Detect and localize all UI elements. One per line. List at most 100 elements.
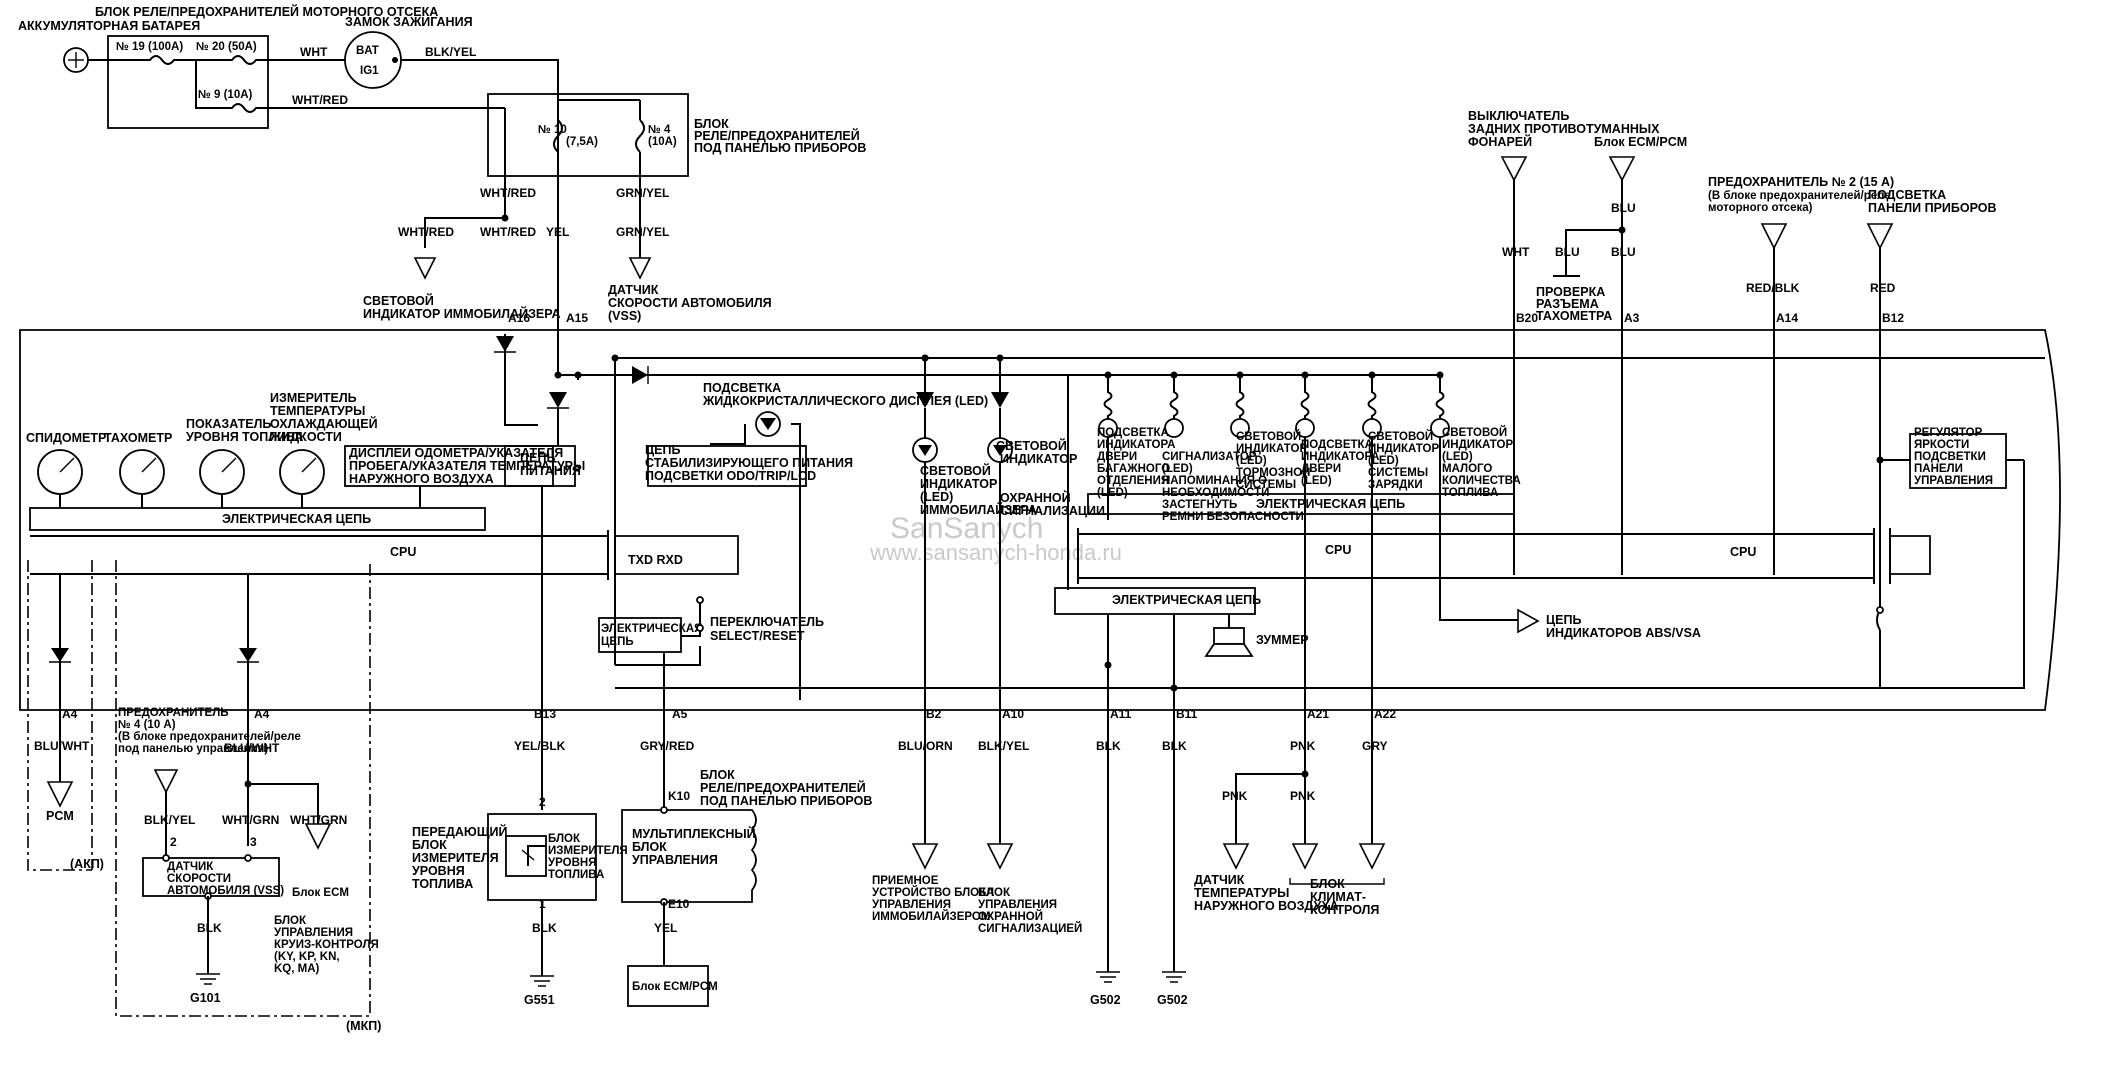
svg-text:BLU: BLU: [1611, 201, 1636, 215]
fuse4-dash-line1: ПРЕДОХРАНИТЕЛЬ: [118, 707, 229, 719]
svg-text:B11: B11: [1176, 707, 1198, 721]
svg-text:A4: A4: [254, 707, 270, 721]
immob-led-line2: ИНДИКАТОР: [920, 477, 997, 491]
brake-led-line1: СВЕТОВОЙ: [1236, 430, 1301, 443]
mux-box: [621, 809, 757, 903]
fuse-19-label: № 19 (100A): [116, 41, 183, 53]
immob-led-line4: ИММОБИЛАЙЗЕРА: [920, 502, 1037, 517]
svg-text:BLU/WHT: BLU/WHT: [34, 739, 90, 753]
svg-text:ПОДСВЕТКИ: ПОДСВЕТКИ: [1914, 451, 1986, 463]
svg-text:СТАБИЛИЗИРУЮЩЕГО ПИТАНИЯ: СТАБИЛИЗИРУЮЩЕГО ПИТАНИЯ: [645, 456, 853, 470]
svg-text:A14: A14: [1776, 311, 1798, 325]
g101-label: G101: [190, 991, 221, 1005]
select-reset-line1: ПЕРЕКЛЮЧАТЕЛЬ: [710, 615, 824, 629]
dash-box-bottom-line3: ПОД ПАНЕЛЬЮ ПРИБОРОВ: [700, 794, 872, 808]
brake-led-line3: (LED): [1236, 455, 1267, 467]
ecm-pcm-bottom-box: [627, 965, 709, 1007]
tach-check-line3: ТАХОМЕТРА: [1536, 309, 1612, 323]
abs-vsa-line1: ЦЕПЬ: [1546, 613, 1581, 627]
door-led-line4: (LED): [1301, 475, 1332, 487]
electric-circuit-left: [29, 507, 486, 531]
temp-gauge-line1: ИЗМЕРИТЕЛЬ: [270, 391, 357, 405]
svg-text:УПРАВЛЕНИЯ: УПРАВЛЕНИЯ: [1914, 475, 1993, 487]
vss-sensor-line1: ДАТЧИК: [608, 283, 659, 297]
svg-text:E10: E10: [668, 897, 690, 911]
svg-text:A3: A3: [1624, 311, 1640, 325]
cruise-line4: (KY, KP, KN,: [274, 951, 340, 963]
dash-box-line2: РЕЛЕ/ПРЕДОХРАНИТЕЛЕЙ: [694, 128, 860, 143]
immob-receiver-line2: УСТРОЙСТВО БЛОКА: [872, 886, 994, 899]
alarm-led-line3: ОХРАННОЙ: [1000, 490, 1071, 505]
svg-text:PNK: PNK: [1290, 789, 1316, 803]
svg-text:GRN/YEL: GRN/YEL: [616, 186, 669, 200]
immob-receiver-line1: ПРИЕМНОЕ: [872, 875, 939, 887]
g502-label-1: G502: [1090, 993, 1121, 1007]
fuel-led-line6: ТОПЛИВА: [1442, 487, 1498, 499]
svg-text:ДИСПЛЕИ ОДОМЕТРА/УКАЗАТЕЛЯ: ДИСПЛЕИ ОДОМЕТРА/УКАЗАТЕЛЯ: [349, 446, 563, 460]
svg-text:ПОДСВЕТКИ ODO/TRIP/LCD: ПОДСВЕТКИ ODO/TRIP/LCD: [645, 469, 816, 483]
svg-text:ЭЛЕКТРИЧЕСКАЯ ЦЕПЬ: ЭЛЕКТРИЧЕСКАЯ ЦЕПЬ: [1112, 593, 1261, 607]
svg-text:ПИТАНИЯ: ПИТАНИЯ: [520, 464, 581, 478]
door-led-line3: ДВЕРИ: [1301, 463, 1341, 475]
svg-text:A4: A4: [62, 707, 78, 721]
svg-text:№ 4: № 4: [648, 124, 671, 136]
temp-gauge: [279, 449, 325, 495]
buzzer-symbol: [1204, 627, 1254, 657]
charge-led-line3: (LED): [1368, 455, 1399, 467]
svg-text:WHT/RED: WHT/RED: [480, 225, 536, 239]
fuse-2-line3: моторного отсека): [1708, 202, 1813, 214]
svg-text:B12: B12: [1882, 311, 1904, 325]
fuse4-dash-line2: № 4 (10 А): [118, 719, 176, 731]
svg-text:ЭЛЕКТРИЧЕСКАЯ: ЭЛЕКТРИЧЕСКАЯ: [601, 623, 702, 635]
svg-text:BLU/WHT: BLU/WHT: [224, 741, 280, 755]
vss-sensor-line3: (VSS): [608, 309, 641, 323]
watermark-url: www.sansanych-honda.ru: [869, 540, 1122, 565]
door-led-line2: ИНДИКАТОРА: [1301, 451, 1379, 463]
mkp-label: (МКП): [346, 1019, 381, 1033]
cpu-right-label: CPU: [1730, 545, 1756, 559]
alarm-led: [987, 358, 1013, 463]
svg-text:ДАТЧИК: ДАТЧИК: [167, 861, 214, 873]
vss-sensor-line2: СКОРОСТИ АВТОМОБИЛЯ: [608, 296, 772, 310]
svg-text:3: 3: [250, 835, 257, 849]
cruise-line1: БЛОК: [274, 915, 307, 927]
charge-led-line5: ЗАРЯДКИ: [1368, 479, 1423, 491]
tachometer-gauge: [119, 449, 165, 495]
svg-text:ЦЕПЬ: ЦЕПЬ: [520, 451, 555, 465]
trunk-led-line2: ИНДИКАТОРА: [1097, 439, 1175, 451]
svg-text:WHT/RED: WHT/RED: [480, 186, 536, 200]
climate-line1: БЛОК: [1310, 877, 1345, 891]
engine-fuse-box: [107, 35, 269, 129]
watermark: SanSanych: [890, 512, 1043, 545]
alarm-led-line4: СИГНАЛИЗАЦИИ: [1000, 504, 1105, 518]
fuse-9-line: [195, 60, 268, 113]
fuel-gauge-line2: УРОВНЯ ТОПЛИВА: [186, 430, 303, 444]
charge-led-line2: ИНДИКАТОР: [1368, 443, 1439, 455]
speedometer-gauge: [37, 449, 83, 495]
svg-text:GRN/YEL: GRN/YEL: [616, 225, 669, 239]
fuel-gauge: [199, 449, 245, 495]
cruise-line5: KQ, MA): [274, 963, 320, 975]
cpu-left-label: CPU: [390, 545, 416, 559]
svg-text:B2: B2: [926, 707, 942, 721]
fuse4-dash-line4: под панелью управления): [118, 743, 268, 755]
svg-text:A22: A22: [1374, 707, 1396, 721]
alarm-unit-line2: УПРАВЛЕНИЯ: [978, 899, 1057, 911]
wire-wht-label: WHT: [300, 45, 328, 59]
brake-led-line2: ИНДИКАТОР: [1236, 443, 1307, 455]
svg-text:A11: A11: [1110, 707, 1132, 721]
rear-fog-line3: ФОНАРЕЙ: [1468, 134, 1532, 149]
lcd-led: [755, 411, 781, 437]
svg-text:BLK: BLK: [532, 921, 557, 935]
speedometer-label: СПИДОМЕТР: [26, 431, 106, 445]
svg-text:WHT/GRN: WHT/GRN: [290, 813, 347, 827]
belt-led-line6: РЕМНИ БЕЗОПАСНОСТИ: [1162, 511, 1304, 523]
svg-text:BLK: BLK: [197, 921, 222, 935]
fuse-2-line2: (В блоке предохранителей/реле: [1708, 190, 1891, 202]
ignition-switch-label: ЗАМОК ЗАЖИГАНИЯ: [345, 15, 473, 29]
svg-text:BLK: BLK: [1096, 739, 1121, 753]
akp-label: (АКП): [70, 857, 104, 871]
tachometer-label: ТАХОМЕТР: [104, 431, 172, 445]
fuse4-dash-line3: (В блоке предохранителей/реле: [118, 731, 301, 743]
electric-circuit-right: [1087, 493, 1515, 515]
